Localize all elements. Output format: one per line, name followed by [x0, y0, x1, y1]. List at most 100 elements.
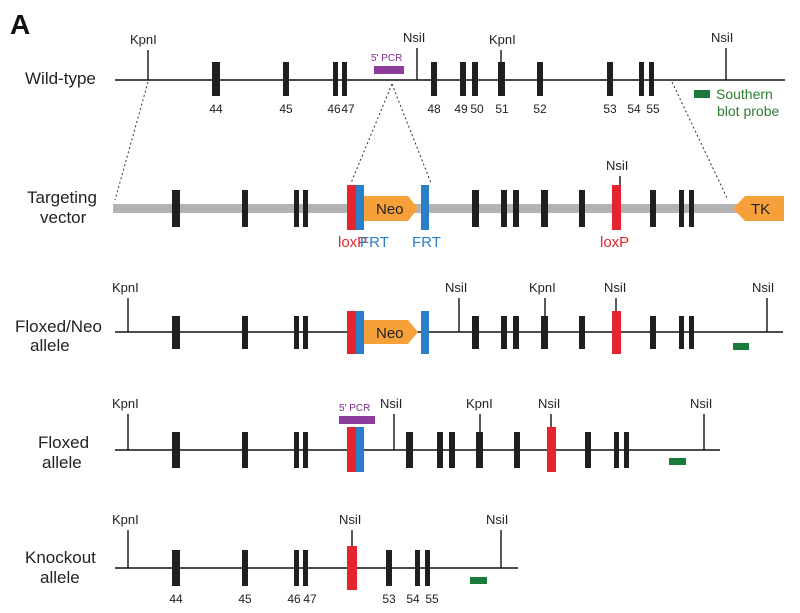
exon-53	[585, 432, 591, 468]
nsii-site-label: NsiI	[752, 280, 774, 295]
exon-51	[541, 316, 548, 349]
exon-55	[624, 432, 629, 468]
exon-48	[431, 62, 437, 96]
floxed-label: allele	[42, 453, 82, 472]
neo-cassette	[364, 196, 418, 221]
exon-49	[501, 316, 507, 349]
exon-46	[294, 550, 299, 586]
exon-49	[437, 432, 443, 468]
loxp-label: loxP	[600, 234, 629, 251]
floxed-allele: Floxed allele KpnI 5' PCR NsiI KpnI NsiI…	[38, 396, 720, 472]
loxp-site	[347, 311, 356, 354]
floxed-label: Floxed	[38, 433, 89, 452]
exon-number: 47	[341, 102, 355, 116]
floxed-neo-label: allele	[30, 336, 70, 355]
exon-47	[303, 432, 308, 468]
nsii-site-label: NsiI	[486, 512, 508, 527]
nsii-site-label: NsiI	[403, 30, 425, 45]
panel-label: A	[10, 9, 30, 40]
pcr-label: 5' PCR	[371, 53, 402, 64]
exon-53	[650, 190, 656, 227]
exon-53	[386, 550, 392, 586]
homology-connectors	[114, 81, 729, 201]
probe-label: Southern	[716, 86, 773, 102]
exon-55	[689, 316, 694, 349]
exon-54	[679, 190, 684, 227]
neo-label: Neo	[376, 325, 404, 342]
exon-47	[303, 316, 308, 349]
floxed-neo-label: Floxed/Neo	[15, 317, 102, 336]
exon-45	[242, 550, 248, 586]
exon-55	[649, 62, 654, 96]
exon-52	[537, 62, 543, 96]
loxp-site	[347, 546, 357, 590]
targeting-vector: Targeting vector Neo NsiI TK loxP FRT FR…	[27, 158, 784, 251]
wildtype-label: Wild-type	[25, 69, 96, 88]
exon-49	[460, 62, 466, 96]
exon-number: 44	[169, 592, 183, 606]
exon-47	[303, 550, 308, 586]
kpni-site-label: KpnI	[112, 396, 139, 411]
exon-50	[513, 316, 519, 349]
exon-51	[541, 190, 548, 227]
exon-47	[342, 62, 347, 96]
connector-line	[350, 83, 393, 184]
frt-site	[421, 311, 429, 354]
exon-number: 47	[303, 592, 317, 606]
kpni-site-label: KpnI	[529, 280, 556, 295]
exon-51	[498, 62, 505, 96]
knockout-label: Knockout	[25, 548, 96, 567]
frt-label: FRT	[360, 234, 389, 251]
exon-44	[172, 550, 180, 586]
pcr-label: 5' PCR	[339, 403, 370, 414]
frt-site	[421, 185, 429, 230]
exon-number: 50	[470, 102, 484, 116]
exon-53	[650, 316, 656, 349]
exon-45	[242, 316, 248, 349]
exon-number: 53	[382, 592, 396, 606]
southern-probe	[669, 458, 686, 465]
southern-probe	[470, 577, 487, 584]
exon-46	[333, 62, 338, 96]
loxp-site	[347, 427, 356, 472]
nsii-site-label: NsiI	[445, 280, 467, 295]
exon-46	[294, 190, 299, 227]
exon-number: 55	[425, 592, 439, 606]
kpni-site-label: KpnI	[130, 32, 157, 47]
exon-48	[472, 316, 479, 349]
connector-line	[671, 81, 729, 201]
exon-51	[476, 432, 483, 468]
southern-probe	[694, 90, 710, 98]
kpni-site-label: KpnI	[112, 280, 139, 295]
exon-52	[579, 316, 585, 349]
nsii-site-label: NsiI	[604, 280, 626, 295]
loxp-site	[347, 185, 356, 230]
exon-50	[513, 190, 519, 227]
pcr-primer-bar	[374, 66, 404, 74]
knockout-label: allele	[40, 568, 80, 587]
exon-54	[679, 316, 684, 349]
wildtype-allele: Wild-type KpnI NsiI KpnI NsiI 5' PCR 44 …	[25, 30, 785, 119]
loxp-site	[612, 185, 621, 230]
targeting-label: Targeting	[27, 188, 97, 207]
frt-site	[356, 311, 364, 354]
exon-48	[406, 432, 413, 468]
exon-46	[294, 432, 299, 468]
exon-47	[303, 190, 308, 227]
exon-48	[472, 190, 479, 227]
exon-number: 46	[287, 592, 301, 606]
exon-number: 53	[603, 102, 617, 116]
connector-line	[114, 81, 149, 201]
targeting-label: vector	[40, 208, 87, 227]
kpni-site-label: KpnI	[489, 32, 516, 47]
nsii-site-label: NsiI	[711, 30, 733, 45]
nsii-site-label: NsiI	[538, 396, 560, 411]
exon-54	[415, 550, 420, 586]
frt-label: FRT	[412, 234, 441, 251]
exon-44	[172, 190, 180, 227]
exon-number: 52	[533, 102, 547, 116]
exon-44	[212, 62, 220, 96]
exon-54	[614, 432, 619, 468]
southern-probe	[733, 343, 749, 350]
